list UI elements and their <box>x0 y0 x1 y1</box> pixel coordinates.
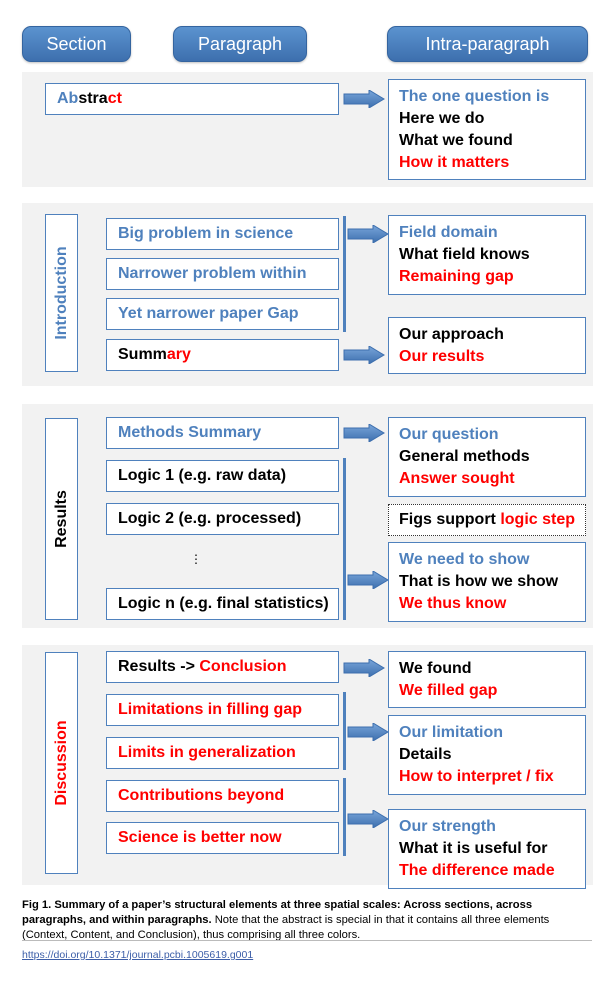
discussion-intra-box-1: We found We filled gap <box>388 651 586 708</box>
results-logic-2: Logic 2 (e.g. processed) <box>106 503 339 535</box>
discussion-science-better: Science is better now <box>106 822 339 854</box>
discussion-limitations: Limitations in filling gap <box>106 694 339 726</box>
introduction-label: Introduction <box>45 214 78 372</box>
intro-bracket <box>343 216 346 332</box>
results-methods-summary: Methods Summary <box>106 417 339 449</box>
results-label: Results <box>45 418 78 620</box>
discussion-bracket-limits <box>343 692 346 770</box>
results-figs-box: Figs support logic step <box>388 504 586 536</box>
intro-item-paper-gap: Yet narrower paper Gap <box>106 298 339 330</box>
intro-arrow-bottom-icon <box>343 346 385 364</box>
caption-divider <box>22 940 592 941</box>
intro-item-summary: Summary <box>106 339 339 371</box>
results-bracket <box>343 458 346 620</box>
abstract-box: Abstract <box>45 83 339 115</box>
results-intra-box-bottom: We need to show That is how we show We t… <box>388 542 586 622</box>
intro-arrow-top-icon <box>347 225 389 243</box>
intro-item-big-problem: Big problem in science <box>106 218 339 250</box>
intro-intra-box-top: Field domain What field knows Remaining … <box>388 215 586 295</box>
figure-caption: Fig 1. Summary of a paper’s structural e… <box>22 898 592 943</box>
caption-bold: Fig 1. Summary of a paper’s structural e… <box>22 899 533 926</box>
results-logic-1: Logic 1 (e.g. raw data) <box>106 460 339 492</box>
section-header: Section <box>22 26 131 62</box>
intra-paragraph-header: Intra-paragraph <box>387 26 588 62</box>
discussion-limits-generalization: Limits in generalization <box>106 737 339 769</box>
abstract-arrow-icon <box>343 90 385 108</box>
discussion-arrow-1-icon <box>343 659 385 677</box>
intro-item-narrower-problem: Narrower problem within <box>106 258 339 290</box>
results-ellipsis: ⋮ <box>190 552 202 566</box>
results-intra-box-top: Our question General methods Answer soug… <box>388 417 586 497</box>
discussion-bracket-contrib <box>343 778 346 856</box>
caption-rest: Note that the abstract is special in tha… <box>22 914 550 941</box>
discussion-label: Discussion <box>45 652 78 874</box>
results-arrow-bottom-icon <box>347 571 389 589</box>
results-logic-n: Logic n (e.g. final statistics) <box>106 588 339 620</box>
abstract-intra-box: The one question is Here we do What we f… <box>388 79 586 180</box>
discussion-intra-box-3: Our strength What it is useful for The d… <box>388 809 586 889</box>
doi-link[interactable]: https://doi.org/10.1371/journal.pcbi.100… <box>22 949 254 961</box>
results-arrow-top-icon <box>343 424 385 442</box>
discussion-intra-box-2: Our limitation Details How to interpret … <box>388 715 586 795</box>
discussion-contributions: Contributions beyond <box>106 780 339 812</box>
discussion-arrow-3-icon <box>347 810 389 828</box>
intro-intra-box-bottom: Our approach Our results <box>388 317 586 374</box>
discussion-results-conclusion: Results -> Conclusion <box>106 651 339 683</box>
paragraph-header: Paragraph <box>173 26 307 62</box>
discussion-arrow-2-icon <box>347 723 389 741</box>
